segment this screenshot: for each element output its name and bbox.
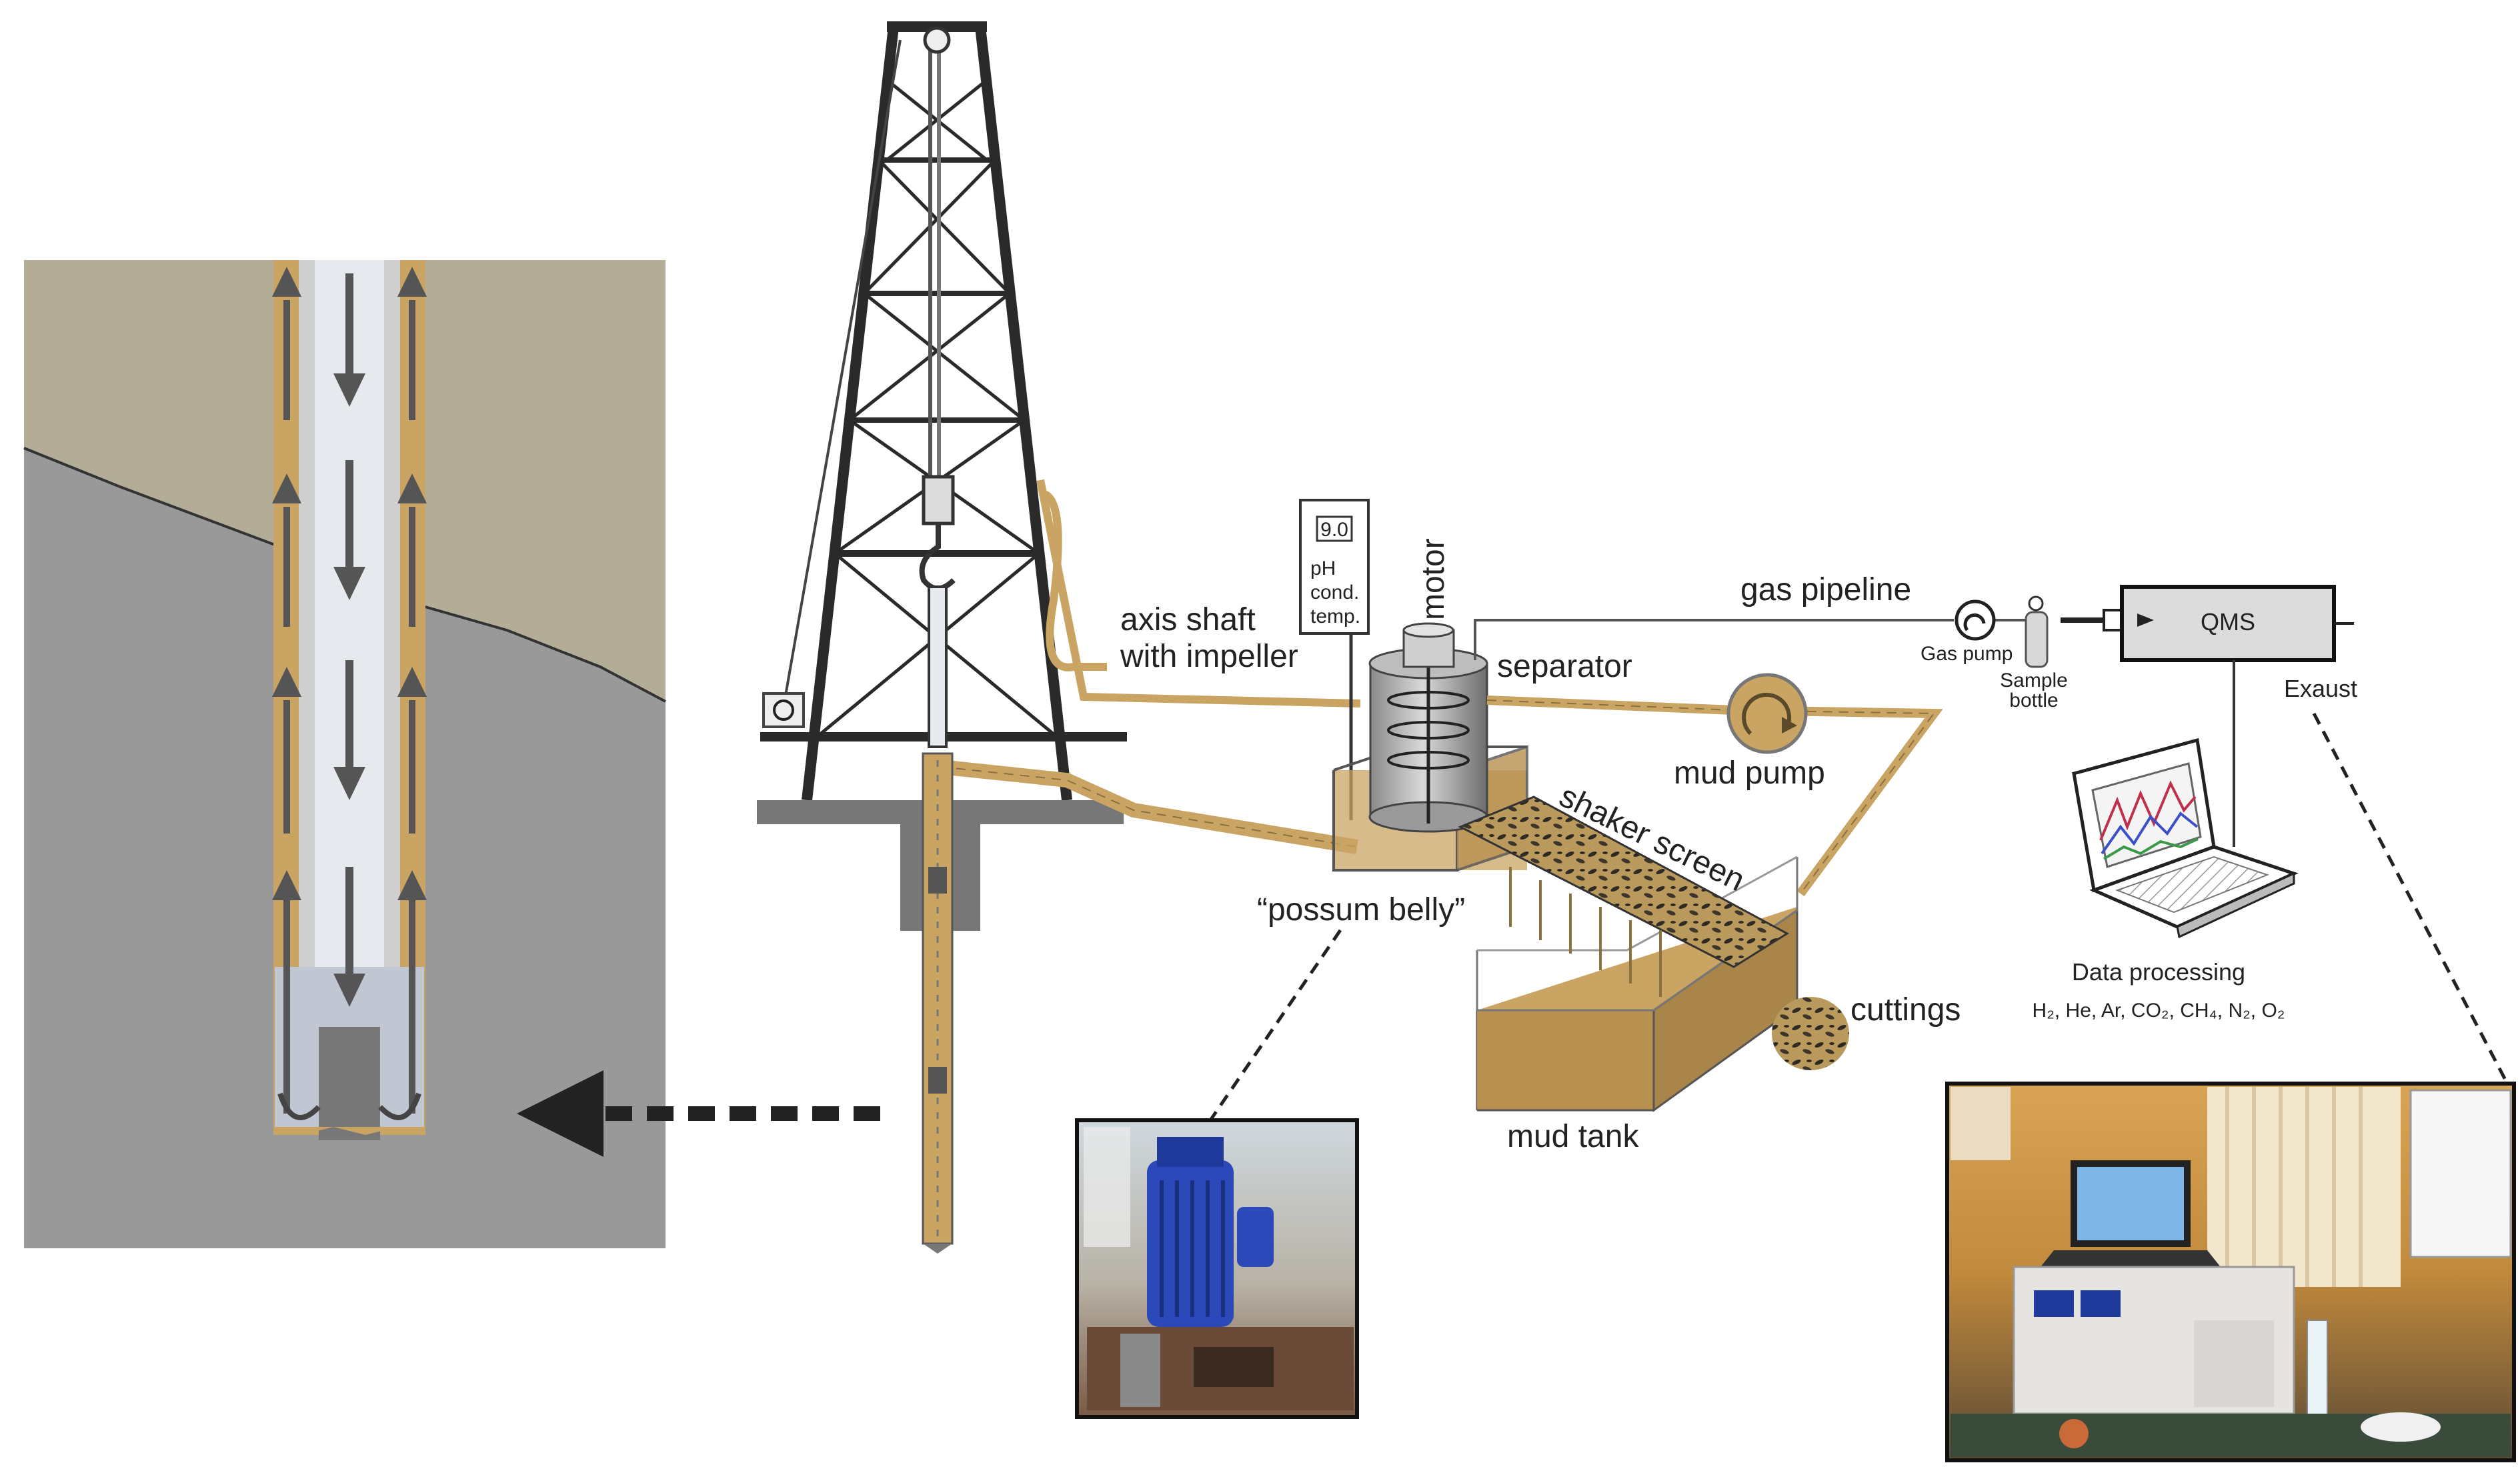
leader-line-qms bbox=[2312, 712, 2509, 1085]
leader-line-possum-belly bbox=[1208, 929, 1342, 1122]
mud-pump-label: mud pump bbox=[1674, 756, 1825, 791]
qms-label: QMS bbox=[2201, 608, 2255, 635]
qms-lab-photo bbox=[1945, 1082, 2516, 1462]
gas-pipeline-label: gas pipeline bbox=[1740, 572, 1911, 607]
possum-belly-label: “possum belly” bbox=[1257, 892, 1465, 928]
motor-label: motor bbox=[1416, 538, 1451, 620]
laptop-icon bbox=[2072, 737, 2299, 939]
cuttings-label: cuttings bbox=[1850, 992, 1961, 1028]
sample-bottle bbox=[2025, 595, 2049, 668]
drawworks bbox=[762, 692, 805, 728]
cuttings-pile bbox=[1772, 997, 1849, 1070]
mud-pump bbox=[1726, 673, 1808, 754]
probe-ph-label: pH bbox=[1310, 557, 1336, 579]
hook-block bbox=[919, 26, 956, 748]
axis-shaft-label: axis shaft bbox=[1120, 602, 1256, 637]
data-processing-label: Data processing bbox=[2072, 958, 2245, 986]
valve-icon bbox=[2028, 595, 2044, 611]
probe-cond-label: cond. bbox=[1310, 581, 1359, 603]
circular-arrow-icon bbox=[1963, 613, 1986, 631]
impeller-label: with impeller bbox=[1120, 639, 1298, 674]
gases-list-label: H₂, He, Ar, CO₂, CH₄, N₂, O₂ bbox=[2033, 1000, 2285, 1022]
separator-label: separator bbox=[1497, 649, 1632, 684]
drilling-derrick bbox=[760, 21, 1127, 801]
ph-readout: 9.0 bbox=[1320, 519, 1348, 541]
qms-unit bbox=[2103, 585, 2354, 847]
shaker-screen bbox=[1458, 796, 1789, 997]
circular-arrow-icon bbox=[1742, 692, 1792, 735]
sample-label: Sample bbox=[2000, 669, 2068, 691]
borehole-cross-section bbox=[23, 260, 666, 1248]
gas-pump-label: Gas pump bbox=[1921, 643, 2013, 665]
exaust-label: Exaust bbox=[2284, 675, 2357, 702]
gas-pump bbox=[1955, 599, 1996, 641]
probe-temp-label: temp. bbox=[1310, 605, 1360, 627]
probe-sensor: 9.0 pH cond. temp. bbox=[1299, 499, 1370, 820]
detail-pointer-arrow bbox=[517, 1070, 880, 1157]
separator-photo bbox=[1075, 1118, 1359, 1419]
separator-cylinder bbox=[1368, 647, 1488, 833]
motor bbox=[1402, 622, 1455, 668]
bottle-label: bottle bbox=[2009, 689, 2058, 711]
wellbore bbox=[922, 752, 954, 1254]
mud-tank-label: mud tank bbox=[1507, 1119, 1639, 1154]
